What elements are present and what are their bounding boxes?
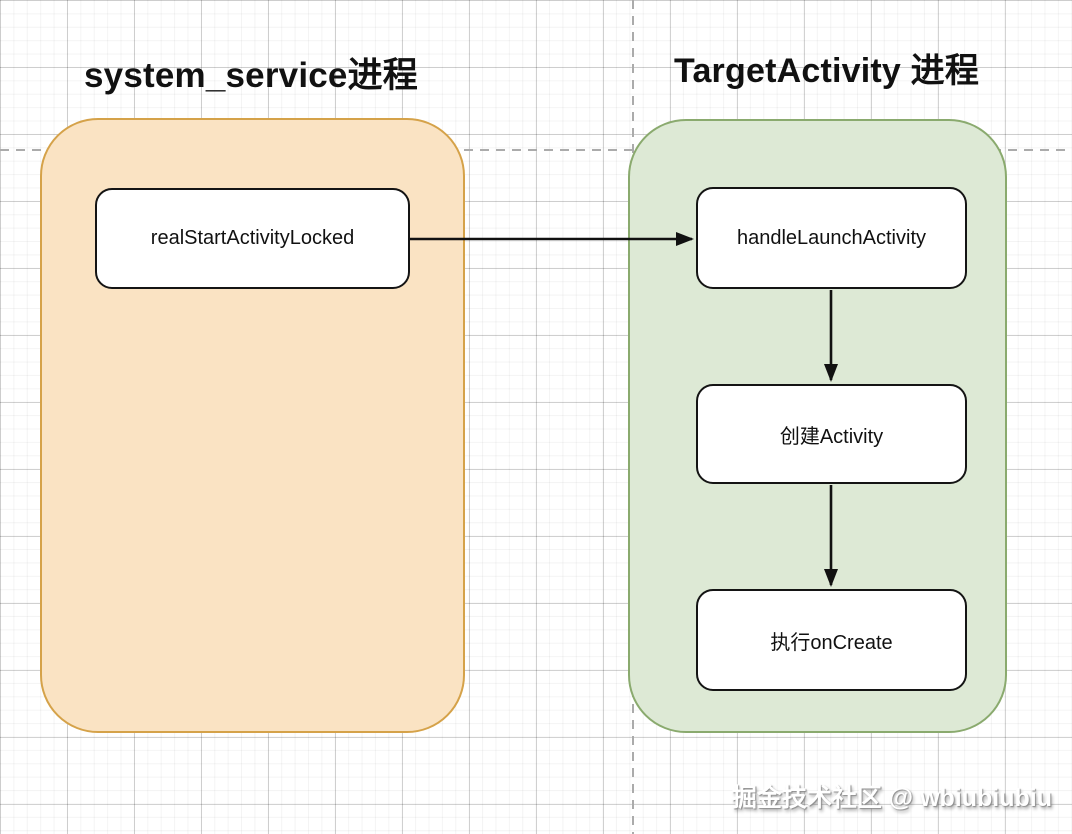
node-label: 创建Activity (779, 425, 884, 448)
node-handle-launch-activity: handleLaunchActivity (696, 187, 967, 289)
node-execute-oncreate: 执行onCreate (696, 589, 967, 691)
watermark: 掘金技术社区 @ wbiubiubiu (731, 784, 1052, 812)
node-label: handleLaunchActivity (736, 226, 926, 249)
dashed-guide-horizontal (0, 149, 1072, 151)
node-create-activity: 创建Activity (696, 384, 967, 484)
lane-title-target-activity: TargetActivity 进程 (674, 52, 980, 90)
lane-title-system-service: system_service进程 (84, 56, 418, 95)
node-label: 执行onCreate (770, 631, 893, 654)
node-real-start-activity-locked: realStartActivityLocked (95, 188, 410, 289)
node-label: realStartActivityLocked (150, 227, 355, 249)
